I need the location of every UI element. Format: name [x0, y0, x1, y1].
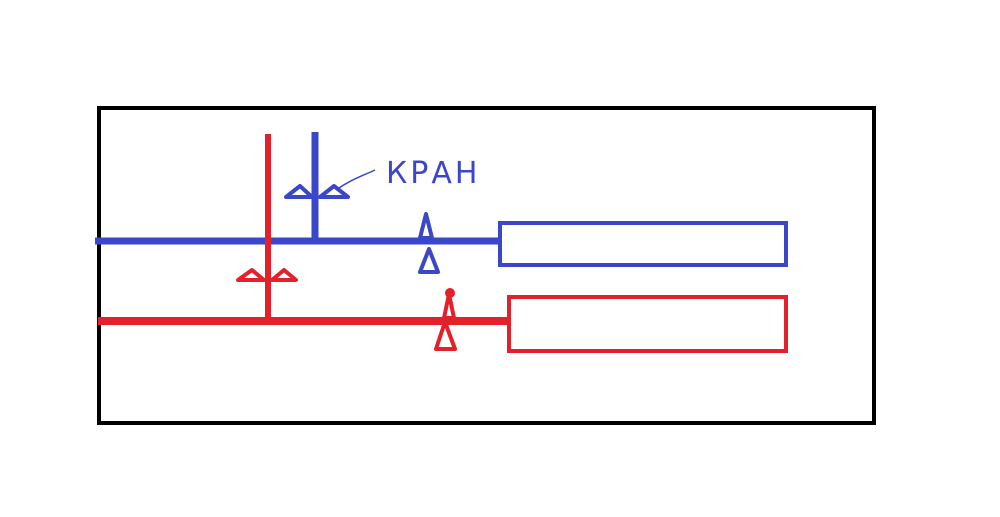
enclosure-outline: [97, 106, 876, 425]
valve-label: КРАН: [386, 156, 480, 191]
label-leader-line: [335, 169, 376, 191]
red-riser-valve-icon: [236, 268, 298, 282]
blue-box: [498, 221, 788, 267]
blue-riser-valve-icon: [284, 184, 350, 199]
red-main-valve-icon: [434, 288, 457, 351]
blue-main-valve-icon: [418, 212, 440, 274]
red-box: [507, 295, 788, 353]
